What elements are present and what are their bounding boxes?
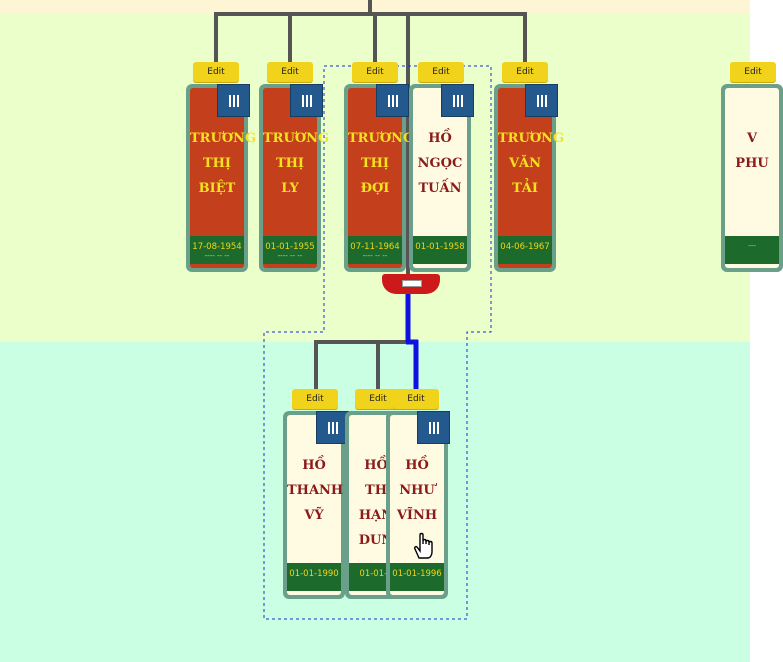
card-body[interactable]: HỒ THANH VỸ 01-01-1990 xyxy=(283,411,345,599)
name-line: TẢI xyxy=(512,181,538,196)
name-line: HỒ xyxy=(428,131,452,146)
name-line: THANH xyxy=(287,483,344,498)
card-body[interactable]: TRƯƠNG VĂN TẢI 04-06-1967 xyxy=(494,84,564,272)
birth-date: 01-01-1996 xyxy=(390,563,444,591)
edit-button[interactable]: Edit xyxy=(292,389,338,409)
name-line: ĐỢI xyxy=(360,181,390,196)
name-line: TRƯƠNG xyxy=(498,131,565,146)
hand-cursor-icon xyxy=(414,532,433,559)
name-line: HẠN xyxy=(358,508,394,523)
edit-button[interactable]: Edit xyxy=(393,389,439,409)
name-line: THỊ xyxy=(202,156,232,171)
card-body[interactable]: TRƯƠNG THỊ ĐỢI 07-11-1964---- -- -- xyxy=(344,84,414,272)
name-line: THỊ xyxy=(275,156,305,171)
name-line: VĨNH xyxy=(396,508,438,523)
edit-button[interactable]: Edit xyxy=(355,389,401,409)
birth-date: 01-01-1990 xyxy=(287,563,341,591)
name-line: VĂN xyxy=(508,156,542,171)
name-line: TUẤN xyxy=(418,181,462,196)
collapse-children-button[interactable] xyxy=(382,274,440,294)
edit-button[interactable]: Edit xyxy=(267,62,313,82)
name-line: LY xyxy=(281,181,299,196)
name-line: V xyxy=(746,131,758,146)
root-band xyxy=(0,0,750,14)
birth-date: 01-01-1958 xyxy=(413,236,467,264)
minus-icon xyxy=(402,280,422,287)
name-line: DUN xyxy=(358,533,394,548)
edit-button[interactable]: Edit xyxy=(352,62,398,82)
edit-button[interactable]: Edit xyxy=(730,62,776,82)
name-line: BIỆT xyxy=(198,181,236,196)
name-line: TRƯƠNG xyxy=(348,131,415,146)
name-line: THỊ xyxy=(360,156,390,171)
name-line: NHƯ xyxy=(399,483,435,498)
card-body[interactable]: V PHU --- xyxy=(721,84,783,272)
name-line: PHU xyxy=(735,156,769,171)
birth-date: 01-01-1955---- -- -- xyxy=(263,236,317,264)
menu-icon[interactable] xyxy=(217,84,250,117)
name-line: HỒ xyxy=(302,458,326,473)
menu-icon[interactable] xyxy=(376,84,409,117)
name-line: NGỌC xyxy=(417,156,463,171)
name-line: HỒ xyxy=(405,458,429,473)
name-line: TRƯƠNG xyxy=(190,131,257,146)
birth-date: 17-08-1954---- -- -- xyxy=(190,236,244,264)
name-line: HỒ xyxy=(364,458,388,473)
menu-icon[interactable] xyxy=(290,84,323,117)
menu-icon[interactable] xyxy=(417,411,450,444)
edit-button[interactable]: Edit xyxy=(502,62,548,82)
birth-date: --- xyxy=(725,236,779,264)
birth-date: 07-11-1964---- -- -- xyxy=(348,236,402,264)
menu-icon[interactable] xyxy=(525,84,558,117)
name-line: VỸ xyxy=(304,508,324,523)
edit-button[interactable]: Edit xyxy=(418,62,464,82)
name-line: TRƯƠNG xyxy=(263,131,330,146)
menu-icon[interactable] xyxy=(441,84,474,117)
birth-date: 04-06-1967 xyxy=(498,236,552,264)
edit-button[interactable]: Edit xyxy=(193,62,239,82)
name-line: TH xyxy=(365,483,387,498)
